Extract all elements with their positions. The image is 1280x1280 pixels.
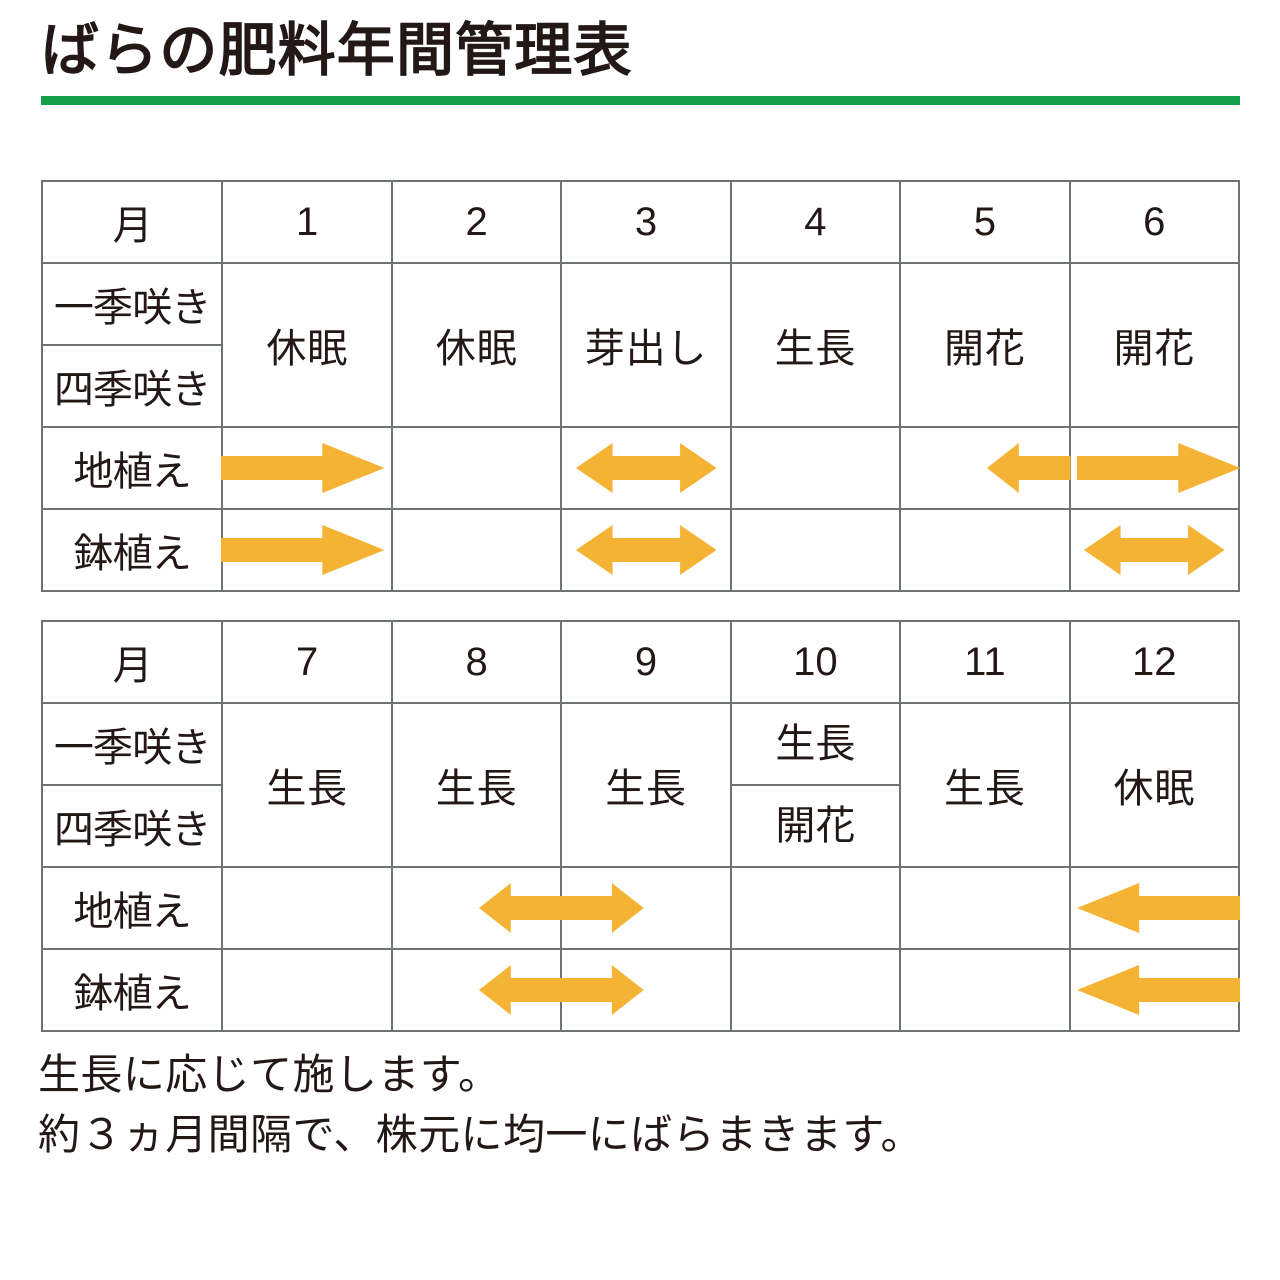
month-header-5: 5 (899, 180, 1071, 264)
fertilizer-arrow-icon (575, 524, 717, 576)
row-label-ground-planted: 地植え (40, 426, 224, 510)
table-row-pot-planted: 鉢植え (40, 508, 1241, 592)
row-label-ground-planted: 地植え (40, 866, 224, 950)
arrow-cell-ground-month-7 (221, 866, 393, 950)
arrow-cell-pot-month-5 (899, 508, 1071, 592)
caption-line-1: 生長に応じて施します。 (38, 1051, 501, 1098)
phase-cell-month-7: 生長 (221, 702, 393, 868)
row-label-pot-planted: 鉢植え (40, 948, 224, 1032)
arrow-cell-ground-month-8 (390, 866, 563, 950)
arrow-cell-ground-month-4 (729, 426, 902, 510)
phase-cell-month-6: 開花 (1068, 262, 1241, 428)
row-label-repeat-blooming: 四季咲き (40, 344, 224, 428)
fertilizer-arrow-icon (1076, 882, 1240, 934)
phase-cell-month-11: 生長 (899, 702, 1071, 868)
caption-line-2: 約３ヵ月間隔で、株元に均一にばらまきます。 (38, 1110, 923, 1158)
arrow-cell-ground-month-3 (560, 426, 732, 510)
fertilizer-schedule-table-second-half: 月 7 8 9 10 11 12 一季咲き 生長 生長 生長 生長 開花 生長 … (40, 620, 1241, 1032)
month-header-10: 10 (729, 620, 902, 704)
arrow-cell-pot-month-9 (560, 948, 732, 1032)
fertilizer-arrow-icon (1076, 964, 1240, 1016)
fertilizer-arrow-icon (560, 964, 644, 1016)
title-block: ばらの肥料年間管理表 (41, 16, 1240, 105)
phase-cell-month-2: 休眠 (390, 262, 563, 428)
fertilizer-arrow-icon (1083, 524, 1225, 576)
month-header-9: 9 (560, 620, 732, 704)
arrow-cell-ground-month-10 (729, 866, 902, 950)
phase-cell-month-12: 休眠 (1068, 702, 1241, 868)
phase-cell-month-4: 生長 (729, 262, 902, 428)
month-header-7: 7 (221, 620, 393, 704)
table-row-month-header: 月 7 8 9 10 11 12 (40, 620, 1241, 704)
phase-cell-month-10-split: 生長 開花 (729, 702, 902, 868)
month-header-4: 4 (729, 180, 902, 264)
table-row-repeat-blooming: 四季咲き (40, 344, 1239, 428)
arrow-cell-pot-month-6 (1068, 508, 1241, 592)
fertilizer-schedule-table-first-half: 月 1 2 3 4 5 6 一季咲き 休眠 休眠 芽出し 生長 開花 開花 四季… (40, 180, 1241, 592)
arrow-cell-pot-month-4 (729, 508, 902, 592)
fertilizer-arrow-icon (221, 524, 385, 576)
month-header-11: 11 (899, 620, 1071, 704)
phase-cell-month-9: 生長 (560, 702, 732, 868)
arrow-cell-pot-month-12 (1068, 948, 1241, 1032)
fertilizer-arrow-icon (478, 882, 563, 934)
page-title: ばらの肥料年間管理表 (41, 18, 633, 83)
table-row-once-blooming: 一季咲き 生長 生長 生長 生長 開花 生長 休眠 (40, 702, 1241, 868)
fertilizer-arrow-icon (986, 442, 1071, 494)
month-header-2: 2 (390, 180, 563, 264)
row-label-month: 月 (40, 180, 224, 264)
arrow-cell-ground-month-5 (899, 426, 1071, 510)
row-label-once-blooming: 一季咲き (40, 262, 224, 346)
arrow-cell-ground-month-2 (390, 426, 563, 510)
phase-cell-month-8: 生長 (390, 702, 563, 868)
title-green-rule (41, 95, 1240, 105)
arrow-cell-pot-month-2 (390, 508, 563, 592)
table-row-ground-planted: 地植え (40, 426, 1241, 510)
arrow-cell-ground-month-6 (1068, 426, 1241, 510)
fertilizer-arrow-icon (560, 882, 644, 934)
fertilizer-arrow-icon (478, 964, 563, 1016)
month-header-8: 8 (390, 620, 563, 704)
fertilizer-arrow-icon (575, 442, 717, 494)
phase-cell-month-10-repeat: 開花 (775, 804, 856, 848)
arrow-cell-pot-month-8 (390, 948, 563, 1032)
row-label-pot-planted: 鉢植え (40, 508, 224, 592)
table-row-once-blooming: 一季咲き 休眠 休眠 芽出し 生長 開花 開花 (40, 262, 1241, 428)
table-row-ground-planted: 地植え (40, 866, 1241, 950)
table-row-repeat-blooming: 四季咲き (40, 784, 1239, 868)
arrow-cell-ground-month-12 (1068, 866, 1241, 950)
row-label-repeat-blooming: 四季咲き (40, 784, 224, 868)
phase-cell-month-3: 芽出し (560, 262, 732, 428)
table-row-month-header: 月 1 2 3 4 5 6 (40, 180, 1241, 264)
row-label-month: 月 (40, 620, 224, 704)
phase-cell-month-5: 開花 (899, 262, 1071, 428)
month-header-1: 1 (221, 180, 393, 264)
month-header-3: 3 (560, 180, 732, 264)
arrow-cell-ground-month-11 (899, 866, 1071, 950)
phase-cell-month-10-once: 生長 (731, 704, 900, 786)
fertilizer-arrow-icon (1076, 442, 1240, 494)
arrow-cell-pot-month-11 (899, 948, 1071, 1032)
row-label-once-blooming: 一季咲き (40, 702, 224, 786)
arrow-cell-ground-month-1 (221, 426, 393, 510)
arrow-cell-pot-month-3 (560, 508, 732, 592)
caption-block: 生長に応じて施します。 約３ヵ月間隔で、株元に均一にばらまきます。 (38, 1048, 1238, 1168)
arrow-cell-pot-month-1 (221, 508, 393, 592)
month-header-6: 6 (1068, 180, 1241, 264)
arrow-cell-pot-month-10 (729, 948, 902, 1032)
fertilizer-arrow-icon (221, 442, 385, 494)
month-header-12: 12 (1068, 620, 1241, 704)
table-row-pot-planted: 鉢植え (40, 948, 1241, 1032)
phase-cell-month-1: 休眠 (221, 262, 393, 428)
arrow-cell-pot-month-7 (221, 948, 393, 1032)
arrow-cell-ground-month-9 (560, 866, 732, 950)
